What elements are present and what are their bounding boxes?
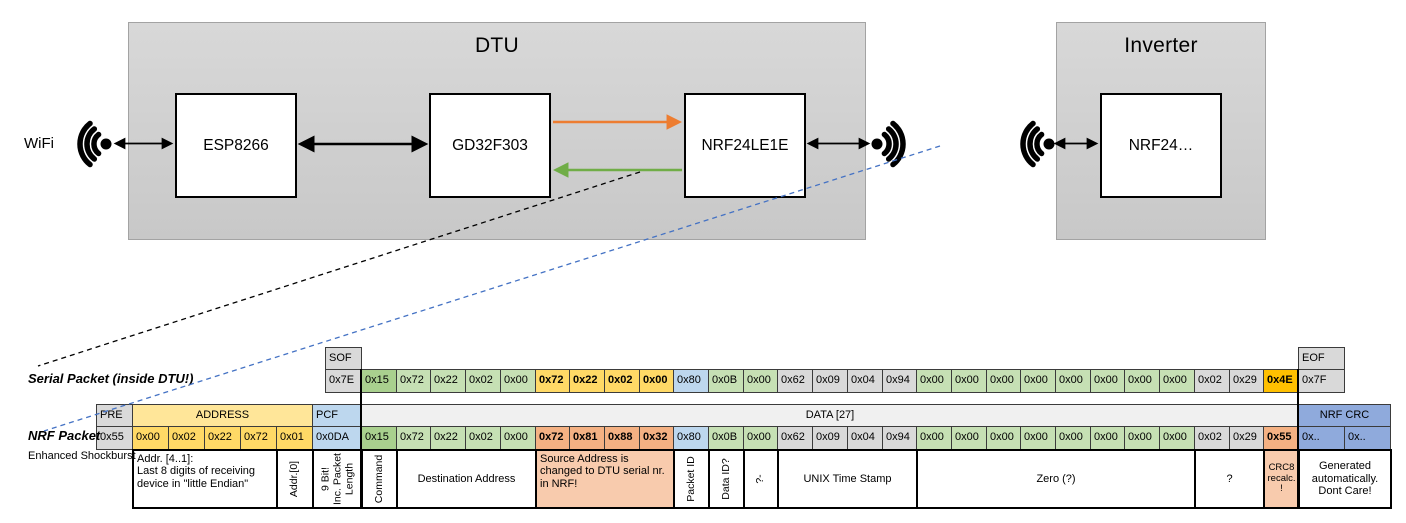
- annotation-cell: Source Address is changed to DTU serial …: [535, 449, 675, 509]
- annotation-cell: Zero (?): [916, 449, 1196, 509]
- nrf-packet-sublabel: Enhanced Shockburst: [28, 450, 136, 462]
- byte-cell: 0x22: [430, 369, 466, 393]
- byte-cell: 0x22: [430, 426, 466, 450]
- crc-value-cell: 0x..: [1298, 426, 1345, 450]
- byte-cell: 0x02: [1194, 426, 1230, 450]
- byte-cell: 0x72: [535, 426, 570, 450]
- crc-value-cell: 0x..: [1344, 426, 1391, 450]
- byte-cell: 0x02: [465, 369, 501, 393]
- byte-cell: 0x00: [500, 369, 536, 393]
- byte-cell: 0x0B: [708, 369, 744, 393]
- annotation-cell: ?-: [743, 449, 779, 509]
- pre-value-cell: 0x55: [96, 426, 133, 450]
- byte-cell: 0x80: [673, 426, 709, 450]
- byte-cell: 0x00: [743, 426, 778, 450]
- byte-cell: 0x00: [951, 369, 987, 393]
- byte-cell: 0x4E: [1263, 369, 1299, 393]
- byte-cell: 0x22: [569, 369, 605, 393]
- byte-cell: 0x00: [1020, 426, 1056, 450]
- byte-cell: 0x00: [639, 369, 674, 393]
- byte-cell: 0x00: [1055, 369, 1091, 393]
- byte-cell: 0x15: [361, 369, 397, 393]
- byte-cell: 0x00: [500, 426, 536, 450]
- byte-cell: 0x00: [132, 426, 169, 450]
- byte-cell: 0x02: [604, 369, 640, 393]
- nrf-crc-header-cell: NRF CRC: [1298, 404, 1391, 427]
- byte-cell: 0x81: [569, 426, 605, 450]
- inverter-container: Inverter: [1056, 22, 1266, 240]
- byte-cell: 0x15: [361, 426, 397, 450]
- byte-cell: 0x94: [882, 369, 917, 393]
- annotation-cell: ?: [1194, 449, 1265, 509]
- byte-cell: 0x55: [1263, 426, 1299, 450]
- byte-cell: 0x22: [204, 426, 241, 450]
- byte-cell: 0x29: [1229, 426, 1264, 450]
- byte-cell: 0x72: [240, 426, 277, 450]
- byte-cell: 0x32: [639, 426, 674, 450]
- byte-cell: 0x0B: [708, 426, 744, 450]
- byte-cell: 0x72: [396, 369, 431, 393]
- annotation-cell: 9 Bit! Inc. Packet Length: [312, 449, 363, 509]
- byte-cell: 0x04: [847, 369, 883, 393]
- inverter-title: Inverter: [1124, 34, 1198, 57]
- pre-header-cell: PRE: [96, 404, 133, 427]
- byte-cell: 0x62: [777, 369, 813, 393]
- byte-cell: 0x29: [1229, 369, 1264, 393]
- byte-cell: 0x00: [916, 369, 952, 393]
- byte-cell: 0x00: [916, 426, 952, 450]
- byte-cell: 0x00: [1124, 426, 1160, 450]
- byte-cell: 0x00: [1020, 369, 1056, 393]
- pcf-header-cell: PCF: [312, 404, 362, 427]
- byte-cell: 0x94: [882, 426, 917, 450]
- byte-cell: 0x88: [604, 426, 640, 450]
- annotation-cell: Data ID?: [708, 449, 745, 509]
- annotation-cell: CRC8 recalc. !: [1263, 449, 1300, 509]
- byte-cell: 0x00: [986, 426, 1021, 450]
- annotation-cell: Generated automatically. Dont Care!: [1298, 449, 1392, 509]
- byte-cell: 0x72: [396, 426, 431, 450]
- byte-cell: 0x62: [777, 426, 813, 450]
- dtu-title: DTU: [474, 34, 520, 57]
- annotation-cell: UNIX Time Stamp: [777, 449, 918, 509]
- annotation-cell: Addr. [4..1]: Last 8 digits of receiving…: [132, 449, 278, 509]
- address-header-cell: ADDRESS: [132, 404, 313, 427]
- byte-cell: 0x00: [1159, 426, 1195, 450]
- data-header-cell: DATA [27]: [361, 404, 1299, 427]
- sof-value-cell: 0x7E: [325, 369, 362, 393]
- byte-cell: 0x09: [812, 426, 848, 450]
- nrf-packet-label: NRF Packet: [28, 428, 101, 443]
- byte-cell: 0x02: [465, 426, 501, 450]
- byte-cell: 0x02: [1194, 369, 1230, 393]
- eof-value-cell: 0x7F: [1298, 369, 1345, 393]
- annotation-cell: Addr.[0]: [276, 449, 314, 509]
- byte-cell: 0x01: [276, 426, 313, 450]
- sof-header-cell: SOF: [325, 347, 362, 370]
- inverter-nrf24-label: NRF24…: [1128, 136, 1194, 154]
- byte-cell: 0x72: [535, 369, 570, 393]
- eof-header-cell: EOF: [1298, 347, 1345, 370]
- annotation-cell: Command: [361, 449, 398, 509]
- byte-cell: 0x80: [673, 369, 709, 393]
- byte-cell: 0x00: [1055, 426, 1091, 450]
- serial-packet-label: Serial Packet (inside DTU!): [28, 371, 194, 386]
- byte-cell: 0x00: [1159, 369, 1195, 393]
- byte-cell: 0x00: [743, 369, 778, 393]
- inverter-nrf24-box: NRF24…: [1100, 93, 1222, 198]
- byte-cell: 0x00: [1090, 369, 1125, 393]
- byte-cell: 0x02: [168, 426, 205, 450]
- byte-cell: 0x00: [951, 426, 987, 450]
- annotation-cell: Packet ID: [673, 449, 710, 509]
- byte-cell: 0x09: [812, 369, 848, 393]
- byte-cell: 0x04: [847, 426, 883, 450]
- byte-cell: 0x00: [1090, 426, 1125, 450]
- byte-cell: 0x00: [986, 369, 1021, 393]
- byte-cell: 0x00: [1124, 369, 1160, 393]
- pcf-value-cell: 0x0DA: [312, 426, 362, 450]
- annotation-cell: Destination Address: [396, 449, 537, 509]
